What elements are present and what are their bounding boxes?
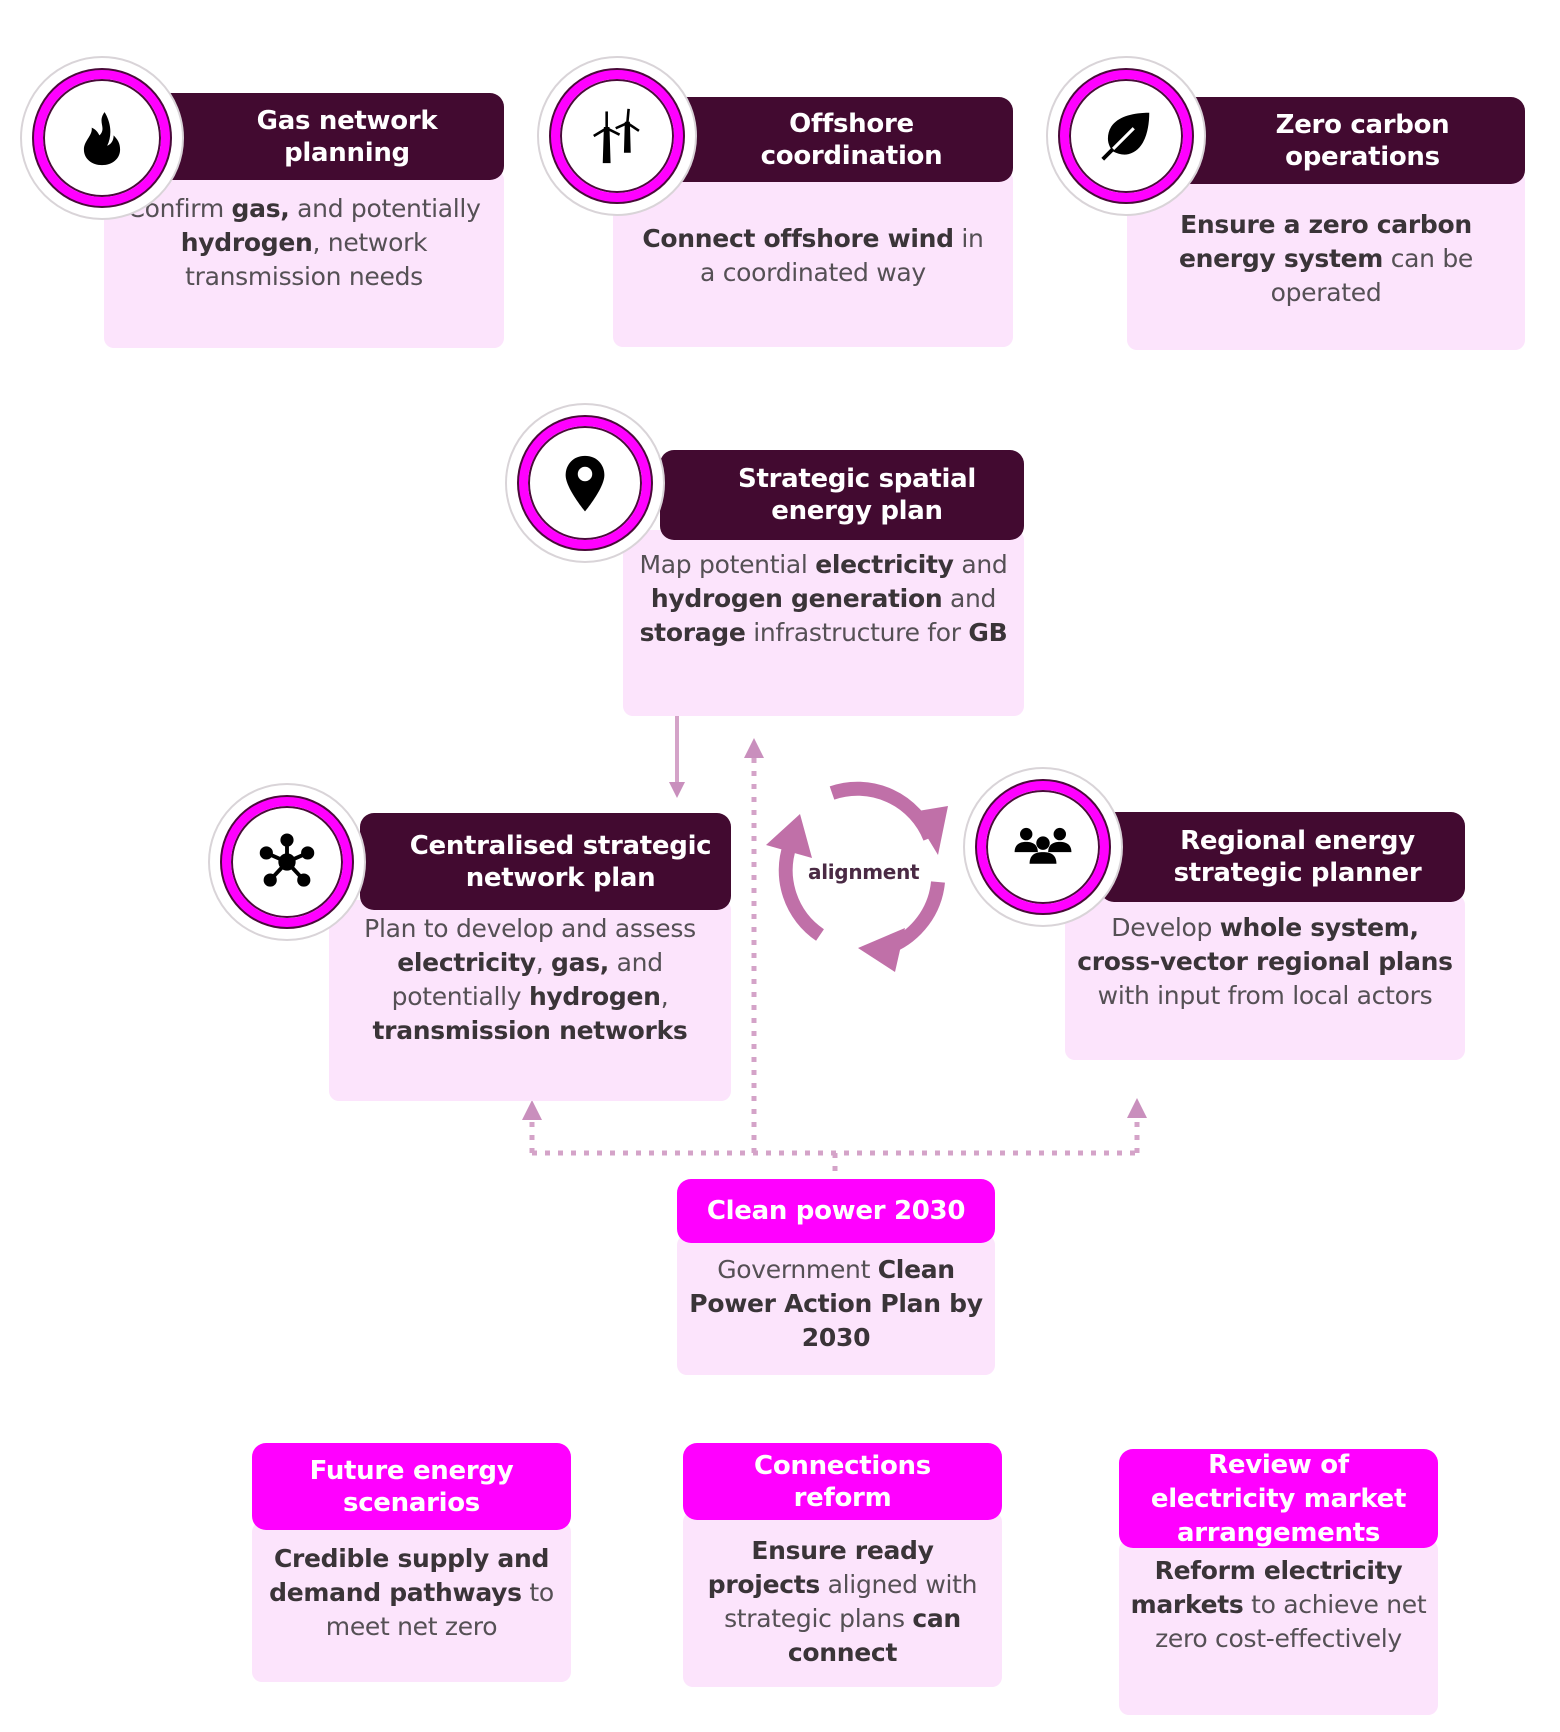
cycle-arrowheads (766, 806, 948, 972)
card-body: Credible supply and demand pathways to m… (252, 1522, 571, 1682)
cycle-arrowhead-2 (858, 928, 905, 972)
card-title: Gas network planning (150, 93, 504, 180)
emphasis-text: transmission networks (372, 1016, 688, 1045)
icon-badge (963, 767, 1123, 927)
emphasis-text: Reform electricity markets (1130, 1556, 1403, 1619)
card-description: Ensure a zero carbon energy system can b… (1179, 210, 1473, 307)
card-title: Regional energy strategic planner (1100, 812, 1465, 902)
card-body: Ensure ready projects aligned with strat… (683, 1512, 1002, 1687)
card-body: Reform electricity markets to achieve ne… (1119, 1540, 1438, 1715)
card-description: Credible supply and demand pathways to m… (269, 1544, 554, 1641)
people-group-icon (1014, 827, 1072, 864)
network-hub-icon (259, 833, 315, 887)
cycle-arrowhead-1 (912, 806, 948, 855)
body-text: , (535, 948, 552, 977)
emphasis-text: Connect offshore wind (642, 224, 954, 253)
body-text: aligned with strategic plans (724, 1570, 978, 1633)
card-body: Confirm gas, and potentially hydrogen, n… (104, 170, 504, 348)
emphasis-text: electricity (397, 948, 536, 977)
emphasis-text: Credible supply and demand pathways (269, 1544, 550, 1607)
body-text: in a coordinated way (700, 224, 984, 287)
card-title: Strategic spatial energy plan (660, 450, 1024, 540)
body-text: and (942, 584, 997, 613)
body-text: and potentially (289, 194, 481, 223)
card-title: Review of electricity market arrangement… (1119, 1449, 1438, 1548)
emphasis-text: Ensure a zero carbon energy system (1178, 210, 1472, 273)
emphasis-text: storage (639, 618, 746, 647)
icon-badge (1046, 56, 1206, 216)
body-text: , (660, 982, 669, 1011)
card-body: Connect offshore wind in a coordinated w… (613, 170, 1013, 347)
emphasis-text: hydrogen (528, 982, 661, 1011)
emphasis-text: whole system, cross-vector regional plan… (1077, 913, 1453, 976)
cycle-arrowhead-3 (766, 814, 812, 858)
emphasis-text: hydrogen generation (650, 584, 943, 613)
body-text: can be operated (1270, 244, 1474, 307)
card-description: Plan to develop and assess electricity, … (364, 914, 696, 1045)
cycle-arc-left (778, 842, 825, 941)
body-text: Plan to develop and assess (364, 914, 696, 943)
card-body: Ensure a zero carbon energy system can b… (1127, 170, 1525, 350)
body-text: and potentially (391, 948, 663, 1011)
card-title: Zero carbon operations (1170, 97, 1525, 184)
icon-badge (208, 783, 366, 941)
body-text: Map potential (639, 550, 816, 579)
alignment-label: alignment (808, 860, 920, 884)
card-body: Plan to develop and assess electricity, … (329, 900, 731, 1101)
card-title: Future energy scenarios (252, 1443, 571, 1530)
icon-badge (505, 403, 665, 563)
card-description: Government Clean Power Action Plan by 20… (689, 1255, 983, 1352)
card-description: Map potential electricity and hydrogen g… (640, 550, 1008, 647)
body-text: to achieve net zero cost-effectively (1155, 1590, 1427, 1653)
emphasis-text: gas, (551, 948, 609, 977)
card-description: Reform electricity markets to achieve ne… (1131, 1556, 1427, 1653)
card-body: Map potential electricity and hydrogen g… (623, 530, 1024, 716)
emphasis-text: Clean Power Action Plan by 2030 (689, 1255, 983, 1352)
emphasis-text: Ensure ready projects (707, 1536, 934, 1599)
icon-badge (20, 56, 184, 220)
emphasis-text: GB (968, 618, 1008, 647)
card-body: Develop whole system, cross-vector regio… (1065, 895, 1465, 1060)
card-title: Connections reform (683, 1443, 1002, 1520)
emphasis-text: can connect (787, 1604, 961, 1667)
body-text: and (953, 550, 1008, 579)
card-description: Ensure ready projects aligned with strat… (707, 1536, 978, 1667)
card-title: Centralised strategic network plan (360, 813, 731, 910)
card-description: Connect offshore wind in a coordinated w… (642, 224, 984, 287)
body-text: infrastructure for (745, 618, 969, 647)
body-text: to meet net zero (325, 1578, 554, 1641)
wind-turbine-icon (593, 108, 640, 164)
body-text: , network transmission needs (185, 228, 428, 291)
card-body: Government Clean Power Action Plan by 20… (677, 1235, 995, 1375)
emphasis-text: hydrogen (180, 228, 313, 257)
leaf-icon (1101, 112, 1150, 161)
card-description: Confirm gas, and potentially hydrogen, n… (127, 194, 480, 291)
card-title: Offshore coordination (660, 97, 1013, 182)
emphasis-text: gas, (231, 194, 290, 223)
card-title: Clean power 2030 (677, 1179, 995, 1243)
emphasis-text: electricity (815, 550, 954, 579)
map-pin-icon (565, 455, 605, 512)
body-text: with input from local actors (1097, 981, 1433, 1010)
body-text: Develop (1111, 913, 1220, 942)
body-text: Government (717, 1255, 878, 1284)
icon-badge (537, 56, 697, 216)
card-description: Develop whole system, cross-vector regio… (1077, 913, 1453, 1010)
flame-icon (83, 112, 121, 166)
